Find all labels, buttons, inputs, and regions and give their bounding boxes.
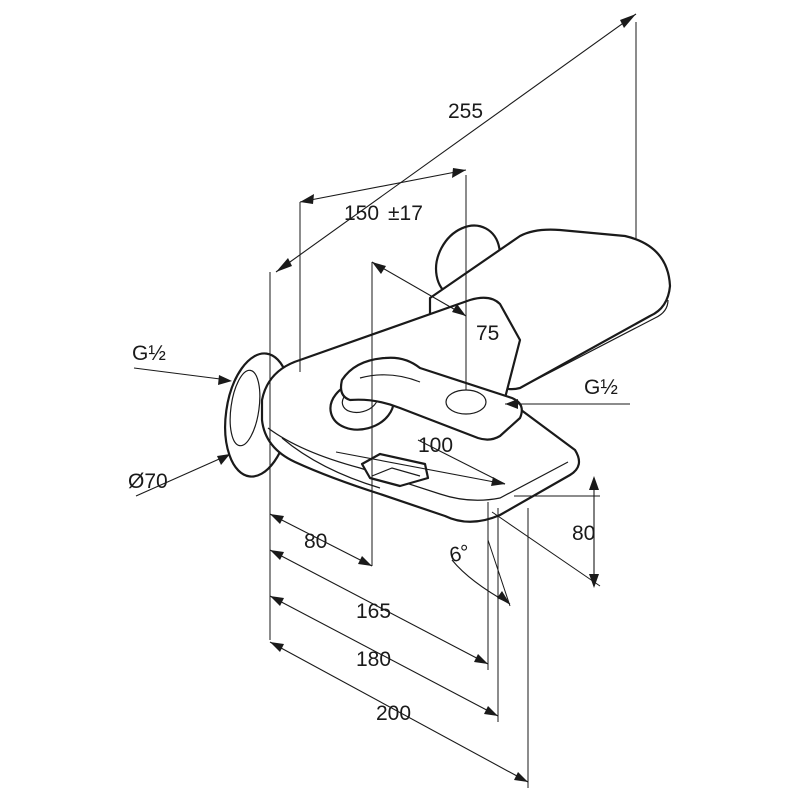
label-75: 75 (476, 322, 499, 345)
upper-plate-edge (519, 299, 669, 389)
dim-line-75 (371, 261, 467, 317)
dimension-lines (133, 13, 637, 783)
dimension-labels: 255 150 ±17 75 100 80 80 165 180 200 6° … (128, 100, 618, 725)
label-80-left: 80 (304, 530, 327, 553)
label-6-degrees: 6° (447, 541, 471, 568)
dim-line-150 (299, 169, 467, 203)
label-150: 150 (344, 202, 379, 225)
lever-handle (339, 356, 523, 441)
faucet-body (224, 224, 672, 523)
label-80-right: 80 (572, 522, 595, 545)
dim-line-80-left (269, 513, 373, 567)
leader-diameter-70 (135, 455, 227, 497)
label-255: 255 (448, 100, 483, 123)
label-165: 165 (356, 600, 391, 623)
spout-side-shade (281, 437, 381, 489)
label-g-half-left: G½ (132, 342, 166, 365)
spout-lower-contour (267, 427, 569, 501)
label-100: 100 (418, 434, 453, 457)
dim-line-255 (275, 13, 637, 273)
label-150-tolerance: ±17 (388, 202, 423, 225)
rosette-inner-ring (229, 369, 261, 447)
dim-line-165 (269, 549, 489, 665)
leader-g-half-left (133, 367, 229, 381)
label-180: 180 (356, 648, 391, 671)
spout-outlet-inner (371, 467, 421, 477)
lever-highlight (359, 374, 421, 383)
label-g-half-right: G½ (584, 376, 618, 399)
label-200: 200 (376, 702, 411, 725)
dim-line-100 (335, 451, 506, 485)
label-diameter-70: Ø70 (128, 470, 168, 493)
dim-line-200 (269, 641, 529, 783)
spout-outlet (360, 452, 430, 488)
dim-line-180 (269, 595, 499, 717)
